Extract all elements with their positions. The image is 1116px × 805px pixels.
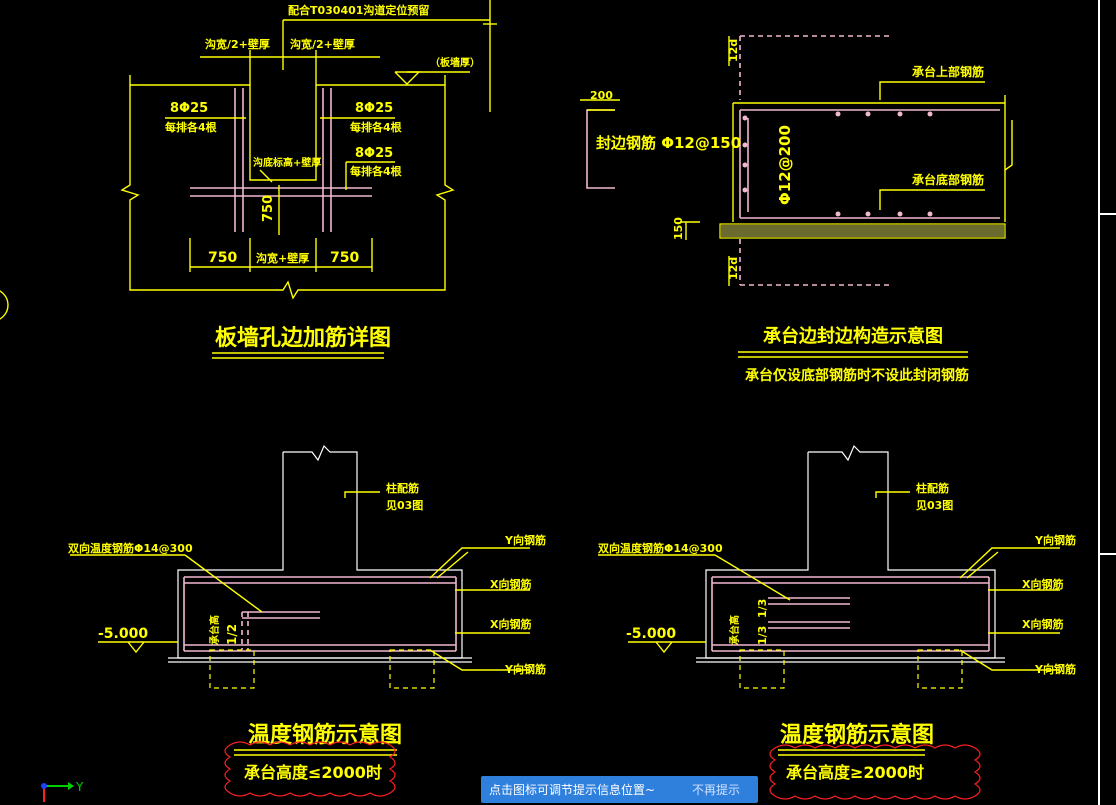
- label-rebar-right2-sub: 每排各4根: [350, 164, 403, 178]
- label-wall-tag: （板墙厚）: [430, 56, 480, 69]
- label-12d-top: 12d: [727, 39, 740, 62]
- d3-y-bar-top: Y向钢筋: [504, 533, 546, 547]
- label-half-width-left: 沟宽/2+壁厚: [205, 37, 270, 51]
- d3-x-bar-2: X向钢筋: [490, 617, 531, 631]
- ucs-y-label: Y: [75, 780, 84, 794]
- d3-col-ref: 见03图: [386, 499, 423, 512]
- d4-frac1: 1/3: [756, 626, 769, 645]
- label-dim-right: 750: [330, 250, 359, 266]
- label-dim-vertical: 750: [261, 195, 276, 222]
- d4-col-ref: 见03图: [916, 499, 953, 512]
- d3-frac: 1/2: [225, 624, 239, 645]
- label-rebar-right: 8Φ25: [355, 101, 393, 116]
- grid-bubble-fragment: [0, 290, 9, 320]
- d3-height-label: 承台高: [208, 615, 221, 645]
- detail-temp-rebar-low: 柱配筋 见03图 双向温度钢筋Φ14@300 Y向钢筋 X向钢筋 X向钢筋 Y向…: [68, 444, 546, 797]
- d4-height-label: 承台高: [728, 615, 741, 645]
- d4-temp-bar: 双向温度钢筋Φ14@300: [598, 541, 723, 555]
- detail4-subtitle: 承台高度≥2000时: [786, 763, 924, 782]
- label-rebar-right-sub: 每排各4根: [350, 120, 403, 134]
- detail4-title: 温度钢筋示意图: [780, 722, 934, 748]
- tooltip-bar[interactable]: 点击图标可调节提示信息位置~ 不再提示: [481, 776, 758, 803]
- d4-x-bar-2: X向钢筋: [1022, 617, 1063, 631]
- label-dim-left: 750: [208, 250, 237, 266]
- label-12d-bottom: 12d: [727, 257, 740, 280]
- d4-frac2: 1/3: [756, 599, 769, 618]
- label-dim-200: 200: [590, 89, 613, 102]
- d3-x-bar-1: X向钢筋: [490, 577, 531, 591]
- d4-y-bar-top: Y向钢筋: [1034, 533, 1076, 547]
- detail2-title: 承台边封边构造示意图: [763, 325, 943, 347]
- label-rebar-left: 8Φ25: [170, 101, 208, 116]
- label-bottom-note: 沟底标高+壁厚: [253, 156, 321, 169]
- d4-elev: -5.000: [626, 626, 676, 642]
- d3-y-bar-bottom: Y向钢筋: [504, 662, 546, 676]
- label-note-top: 配合T030401沟道定位预留: [288, 3, 429, 17]
- d4-col-bar: 柱配筋: [916, 481, 949, 495]
- label-rebar-left-sub: 每排各4根: [165, 120, 218, 134]
- label-dim-mid: 沟宽+壁厚: [256, 251, 309, 265]
- d3-temp-bar: 双向温度钢筋Φ14@300: [68, 541, 193, 555]
- detail1-title: 板墙孔边加筋详图: [215, 325, 391, 351]
- label-vertical-bar: Φ12@200: [776, 125, 794, 205]
- d3-elev: -5.000: [98, 626, 148, 642]
- label-dim-150: 150: [672, 217, 685, 240]
- label-edge-bar: 封边钢筋 Φ12@150: [596, 134, 741, 152]
- label-top-bar: 承台上部钢筋: [912, 64, 984, 79]
- ucs-icon: Y: [41, 780, 84, 802]
- d4-x-bar-1: X向钢筋: [1022, 577, 1063, 591]
- label-half-width-right: 沟宽/2+壁厚: [290, 37, 355, 51]
- tooltip-message[interactable]: 点击图标可调节提示信息位置~: [489, 783, 656, 797]
- detail-temp-rebar-high: 柱配筋 见03图 双向温度钢筋Φ14@300 Y向钢筋 X向钢筋 X向钢筋 Y向…: [598, 444, 1076, 800]
- label-rebar-right2: 8Φ25: [355, 146, 393, 161]
- detail3-subtitle: 承台高度≤2000时: [244, 763, 382, 782]
- frame-tick-top: [1100, 213, 1116, 215]
- frame-border: [1098, 0, 1100, 805]
- d3-col-bar: 柱配筋: [386, 481, 419, 495]
- detail-cap-edge: 200 封边钢筋 Φ12@150 Φ12@200 承台上部钢筋 承台底部钢筋 1…: [580, 35, 1013, 384]
- detail-wall-opening: 沟宽/2+壁厚 沟宽/2+壁厚 配合T030401沟道定位预留 （板墙厚） 8Φ…: [120, 0, 497, 359]
- tooltip-dismiss-button[interactable]: 不再提示: [691, 783, 740, 797]
- label-bottom-bar: 承台底部钢筋: [912, 172, 984, 187]
- d4-y-bar-bottom: Y向钢筋: [1034, 662, 1076, 676]
- frame-tick-bottom: [1100, 553, 1116, 555]
- detail2-subtitle: 承台仅设底部钢筋时不设此封闭钢筋: [745, 367, 969, 384]
